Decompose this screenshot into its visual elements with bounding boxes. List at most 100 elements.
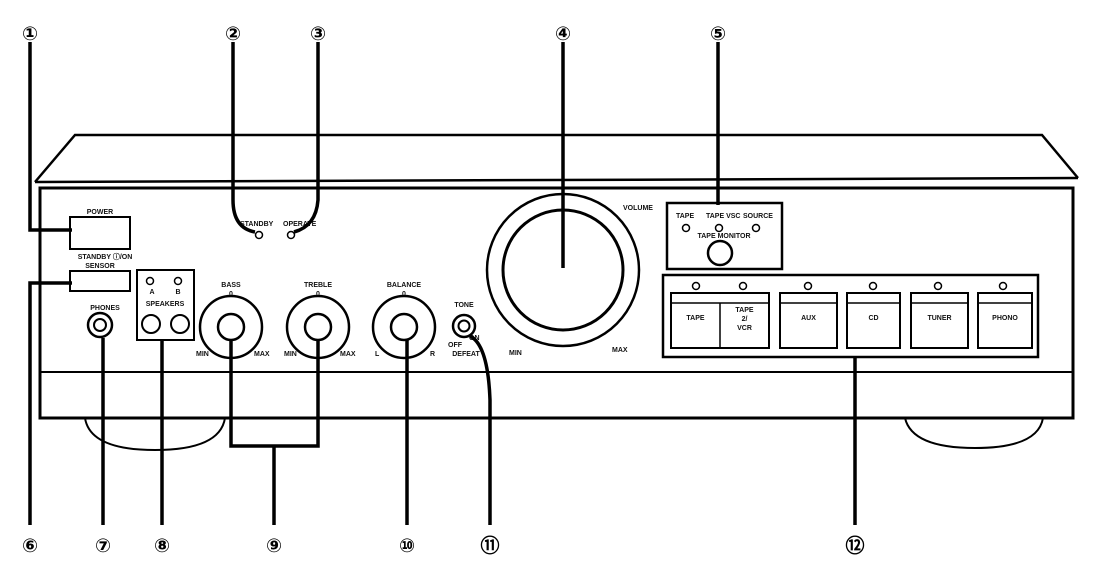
input-button-tuner[interactable] (912, 304, 967, 347)
right-foot (904, 417, 1044, 450)
volume-label: VOLUME (623, 205, 653, 212)
callout-2: ② (225, 24, 241, 45)
input-led (691, 281, 701, 291)
input-led (868, 281, 878, 291)
input-buttons: TAPE TAPE 2/VCR AUX CD TUNER PHONO (670, 281, 1033, 349)
input-button-label: TAPE (686, 315, 704, 322)
speaker-b-button[interactable] (170, 314, 190, 334)
leader-9-bracket (229, 340, 320, 448)
leader-3 (293, 42, 320, 234)
operate-indicator-led (286, 230, 296, 240)
tm-source-label: SOURCE (743, 213, 773, 220)
treble-max-label: MAX (340, 351, 356, 358)
input-button-frame (779, 292, 838, 349)
leader-2 (231, 42, 256, 234)
input-button-label: CD (868, 315, 878, 322)
callout-12: ⑫ (845, 534, 864, 557)
input-button-frame (977, 292, 1033, 349)
input-button-tape[interactable] (672, 304, 719, 347)
speaker-a-led (145, 276, 155, 286)
tone-off-label: OFF (448, 342, 463, 349)
tm-tape-label: TAPE (676, 213, 694, 220)
callout-leaders (28, 42, 857, 525)
balance-right-label: R (430, 351, 435, 358)
power-label: POWER (87, 209, 113, 216)
leader-6 (28, 281, 72, 525)
speakers-label: SPEAKERS (146, 301, 185, 308)
balance-left-label: L (375, 351, 380, 358)
speaker-a-label: A (149, 289, 154, 296)
callout-8: ⑧ (154, 536, 170, 557)
speaker-b-label: B (175, 289, 180, 296)
treble-min-label: MIN (284, 351, 297, 358)
input-button-cd[interactable] (848, 304, 899, 347)
bass-center-mark: 0 (229, 291, 233, 298)
callout-9: ⑨ (266, 536, 282, 557)
leader-1 (28, 42, 72, 232)
callout-7: ⑦ (95, 536, 111, 557)
operate-indicator-label: OPERATE (283, 221, 317, 228)
volume-max-label: MAX (612, 347, 628, 354)
sensor-label: SENSOR (85, 263, 115, 270)
top-front-edge (34, 176, 1079, 184)
chassis (34, 133, 1079, 420)
tone-label: TONE (454, 302, 474, 309)
input-button-frame (846, 292, 901, 349)
volume-control: VOLUME MIN MAX (485, 192, 653, 357)
bass-max-label: MAX (254, 351, 270, 358)
treble-center-mark: 0 (316, 291, 320, 298)
phones-label: PHONES (90, 305, 120, 312)
callout-3: ③ (310, 24, 326, 45)
bass-knob[interactable] (216, 312, 246, 342)
input-button-label: AUX (801, 315, 816, 322)
tm-tape-vsc-led (714, 223, 724, 233)
callout-4: ④ (555, 24, 571, 45)
speaker-b-led (173, 276, 183, 286)
standby-on-label: STANDBY ⓘ/ON (78, 252, 133, 261)
tape-monitor-knob[interactable] (706, 239, 734, 267)
standby-indicator-label: STANDBY (240, 221, 274, 228)
input-button-phono[interactable] (979, 304, 1031, 347)
leader-11 (469, 334, 492, 525)
input-led (738, 281, 748, 291)
tone-button-inner (457, 319, 471, 333)
input-button-label: PHONO (992, 315, 1018, 322)
callout-numbers: ① ② ③ ④ ⑤ ⑥ ⑦ ⑧ ⑨ ⑩ ⑪ ⑫ (22, 24, 865, 557)
callout-1: ① (22, 24, 38, 45)
callout-5: ⑤ (710, 24, 726, 45)
treble-control: TREBLE 0 MIN MAX (284, 282, 356, 360)
tm-source-led (751, 223, 761, 233)
speaker-a-button[interactable] (141, 314, 161, 334)
power-button[interactable] (69, 216, 131, 250)
input-led (933, 281, 943, 291)
input-button-frame (910, 292, 969, 349)
tone-defeat-label: DEFEAT (452, 351, 480, 358)
top-lid-edge (34, 133, 1079, 183)
treble-knob[interactable] (303, 312, 333, 342)
input-button-label: 2/ (742, 316, 748, 323)
balance-control: BALANCE 0 L R (371, 282, 437, 360)
input-button-label: TAPE (735, 307, 753, 314)
input-button-label: VCR (737, 325, 752, 332)
standby-indicator-led (254, 230, 264, 240)
phones-jack-inner (93, 318, 107, 332)
callout-6: ⑥ (22, 536, 38, 557)
bass-min-label: MIN (196, 351, 209, 358)
speakers-selector: A B SPEAKERS (136, 269, 195, 341)
balance-knob[interactable] (389, 312, 419, 342)
volume-min-label: MIN (509, 350, 522, 357)
balance-label: BALANCE (387, 282, 422, 289)
tone-defeat-control: TONE OFF ON DEFEAT (448, 302, 480, 358)
left-foot (84, 417, 226, 452)
bass-label: BASS (221, 282, 241, 289)
callout-10: ⑩ (399, 536, 415, 557)
tm-tape-led (681, 223, 691, 233)
remote-sensor-window (69, 270, 131, 292)
input-button-label: TUNER (927, 315, 951, 322)
input-button-aux[interactable] (781, 304, 836, 347)
bass-control: BASS 0 MIN MAX (196, 282, 270, 360)
input-led (998, 281, 1008, 291)
input-led (803, 281, 813, 291)
